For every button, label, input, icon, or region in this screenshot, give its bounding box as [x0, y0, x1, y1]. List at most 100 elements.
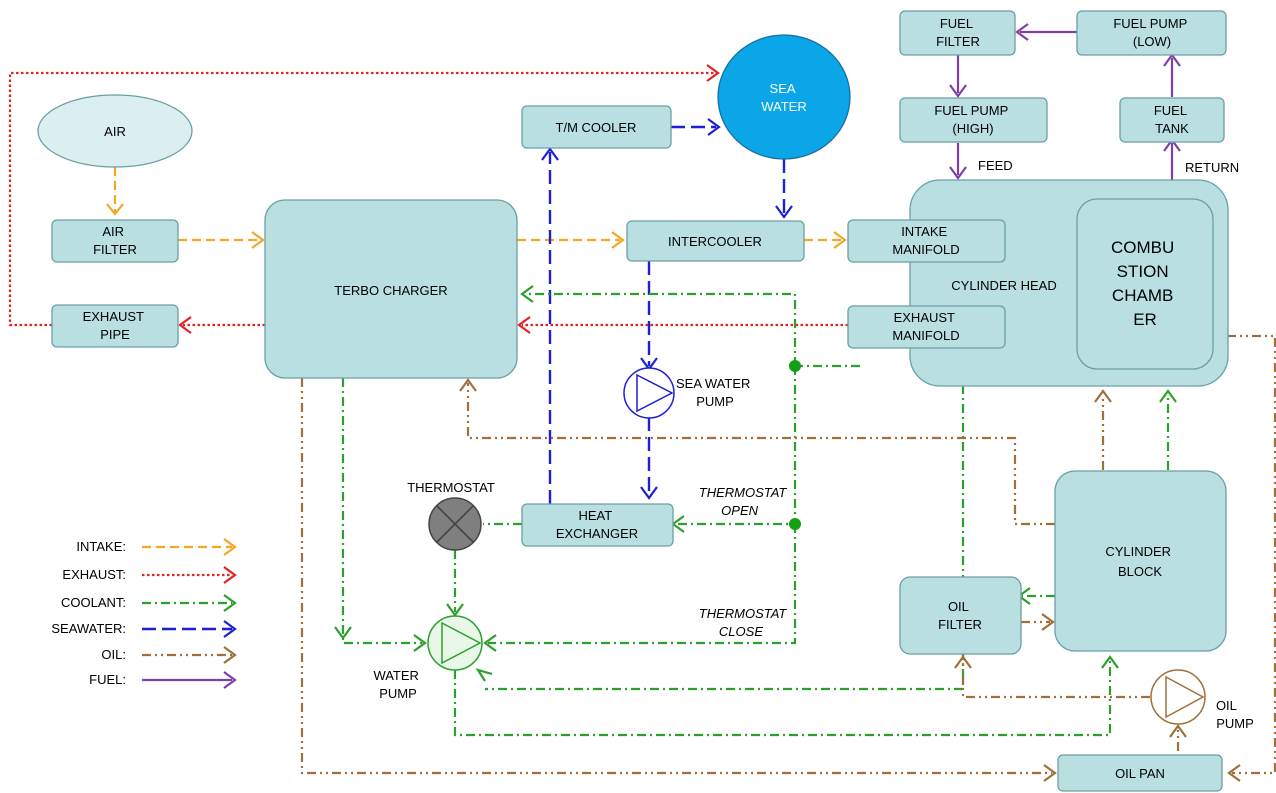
legend-arrow-fuel — [223, 671, 237, 689]
coolant-terbo-to-waterpump — [341, 378, 422, 645]
sea-water-source — [717, 34, 851, 160]
coolant-arrowhead — [413, 634, 427, 652]
legend-label-coolant: COOLANT: — [61, 595, 126, 610]
cylinder-block-label: CYLINDER BLOCK — [1105, 544, 1174, 579]
legend-arrow-intake — [223, 538, 237, 556]
intake-manifold-box — [847, 219, 1006, 263]
exhaust-arrowhead — [517, 316, 531, 334]
oil-arrowhead — [954, 655, 972, 669]
thermostat-cross — [436, 505, 474, 543]
tm-cooler-label: T/M COOLER — [556, 120, 637, 135]
water-pump-label: WATER PUMP — [373, 668, 422, 701]
oil-arrowhead — [1227, 764, 1241, 782]
thermostat-label: THERMOSTAT — [407, 480, 495, 495]
fuel-arrowhead — [949, 84, 967, 98]
legend-label-seawater: SEAWATER: — [51, 621, 126, 636]
sea-water-label: SEA WATER — [761, 81, 807, 114]
air-source — [37, 94, 193, 168]
oil-arrowhead — [1169, 724, 1187, 738]
coolant-arrowhead — [520, 285, 534, 303]
return-label: RETURN — [1185, 160, 1239, 175]
air-filter-label: AIR FILTER — [93, 224, 137, 257]
fuel-pump-low-label: FUEL PUMP (LOW) — [1113, 16, 1190, 49]
air-label: AIR — [104, 124, 126, 139]
seawater-arrowhead — [640, 486, 658, 500]
fuel-tank-box — [1119, 97, 1225, 143]
coolant-arrowhead — [1101, 655, 1119, 669]
coolant-junction-to-terbo — [525, 292, 797, 366]
legend-label-fuel: FUEL: — [89, 672, 126, 687]
intercooler-label: INTERCOOLER — [668, 234, 762, 249]
oil-pan-box — [1057, 754, 1223, 792]
terbo-charger-label: TERBO CHARGER — [334, 283, 447, 298]
exhaust-pipe-label: EXHAUST PIPE — [83, 309, 148, 342]
oil-arrowhead — [1094, 389, 1112, 403]
legend: INTAKE: EXHAUST: COOLANT: SEAWATER: OIL:… — [51, 538, 237, 689]
legend-arrow-seawater — [223, 620, 237, 638]
legend-arrow-oil — [223, 646, 237, 664]
oil-head-to-pan — [1227, 334, 1276, 775]
fuel-tank-label: FUEL TANK — [1154, 103, 1190, 136]
seawater-arrowhead — [775, 205, 793, 219]
intake-arrowhead — [833, 231, 847, 249]
fuel-pump-high-box — [899, 97, 1048, 143]
legend-label-intake: INTAKE: — [76, 539, 126, 554]
heat-exchanger-box — [521, 503, 674, 547]
fuel-pump-low-box — [1076, 10, 1227, 56]
thermostat-close-label: THERMOSTAT CLOSE — [699, 606, 790, 639]
terbo-charger-box — [264, 199, 518, 379]
oil-pan-label: OIL PAN — [1115, 766, 1165, 781]
sea-water-pump-triangle — [636, 373, 674, 413]
fuel-pump-high-label: FUEL PUMP (HIGH) — [934, 103, 1011, 136]
intercooler-box — [626, 220, 805, 262]
combustion-chamber-box — [1076, 198, 1214, 370]
oil-terbo-to-pan — [300, 378, 1052, 775]
coolant-arrowhead — [446, 603, 464, 617]
oil-pump-to-filter — [961, 660, 1150, 699]
exhaust-arrowhead — [706, 64, 720, 82]
oil-filter-label: OIL FILTER — [938, 599, 982, 632]
sea-water-pump-label: SEA WATER PUMP — [676, 376, 754, 409]
feed-label: FEED — [978, 158, 1013, 173]
cylinder-block-box — [1054, 470, 1227, 652]
oil-block-to-terbo — [466, 383, 1055, 526]
legend-label-oil: OIL: — [101, 647, 126, 662]
exhaust-manifold-label: EXHAUST MANIFOLD — [892, 310, 959, 343]
oil-arrowhead — [459, 378, 477, 392]
heat-exchanger-label: HEAT EXCHANGER — [556, 508, 638, 541]
intake-manifold-label: INTAKE MANIFOLD — [892, 224, 959, 257]
coolant-arrowhead — [483, 634, 497, 652]
seawater-arrowhead — [541, 147, 559, 161]
oil-arrowhead — [1043, 764, 1057, 782]
legend-arrow-exhaust — [223, 566, 237, 584]
intake-arrowhead — [106, 203, 124, 216]
cylinder-head-label: CYLINDER HEAD — [951, 278, 1056, 293]
intake-arrowhead — [611, 231, 625, 249]
combustion-chamber-label: COMBU STION CHAMB ER — [1111, 238, 1179, 329]
coolant-junction-lower — [789, 518, 801, 530]
legend-label-exhaust: EXHAUST: — [62, 567, 126, 582]
exhaust-manifold-box — [847, 305, 1006, 349]
coolant-arrowhead — [1159, 389, 1177, 403]
tm-cooler-box — [521, 105, 672, 149]
coolant-junction-to-waterpump-close — [488, 524, 797, 645]
coolant-waterpump-to-block — [453, 660, 1112, 737]
oil-pump-triangle — [1165, 675, 1205, 719]
fuel-arrowhead — [949, 166, 967, 180]
thermostat-open-label: THERMOSTAT OPEN — [699, 485, 790, 518]
oil-arrowhead — [1041, 613, 1055, 631]
exhaust-pipe-to-sea — [8, 71, 715, 327]
coolant-arrowhead — [334, 626, 352, 640]
oil-filter-box — [899, 576, 1022, 655]
fuel-filter-label: FUEL FILTER — [936, 16, 980, 49]
air-filter-box — [51, 219, 179, 263]
exhaust-arrowhead — [178, 316, 192, 334]
legend-arrow-coolant — [223, 594, 237, 612]
oil-pump-label: OIL PUMP — [1216, 698, 1254, 731]
seawater-arrowhead — [707, 118, 721, 136]
exhaust-pipe-box — [51, 304, 179, 348]
fuel-filter-box — [899, 10, 1016, 56]
intake-arrowhead — [251, 231, 265, 249]
coolant-arrowhead — [475, 668, 493, 682]
